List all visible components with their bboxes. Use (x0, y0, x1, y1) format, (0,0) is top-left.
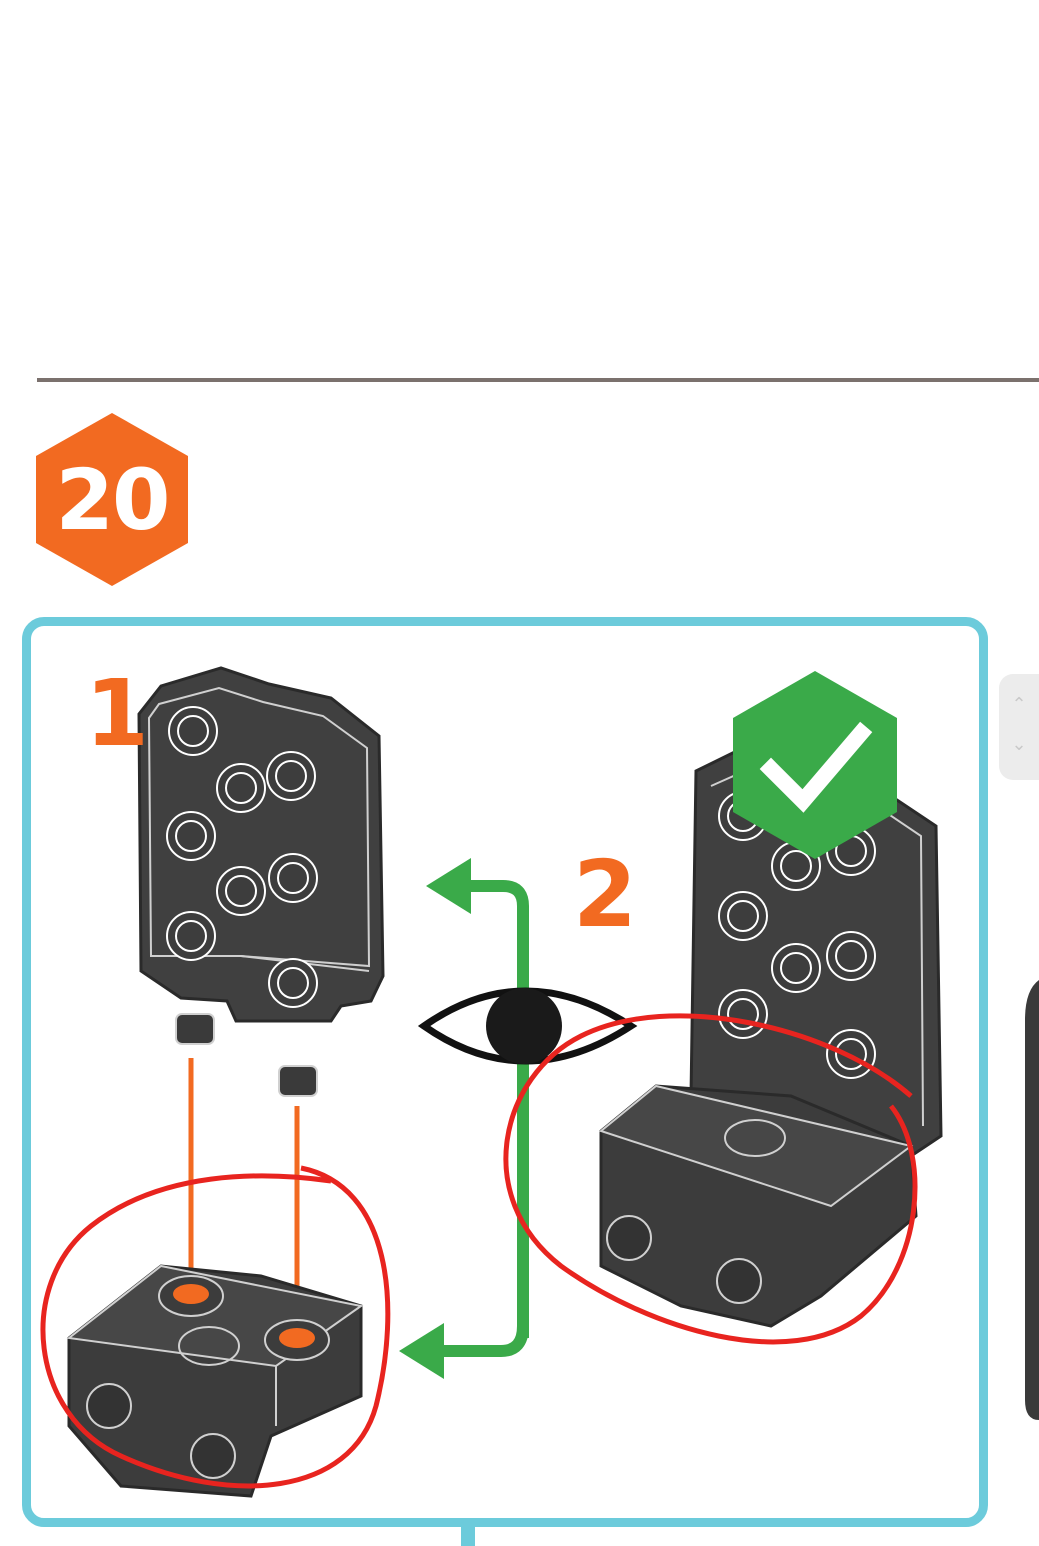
step-number: 20 (55, 450, 171, 549)
callout-label-2: 2 (573, 841, 638, 948)
scroll-up-icon[interactable]: ⌃ (1011, 694, 1027, 715)
annotation-circle (40, 1165, 391, 1489)
check-icon (733, 671, 897, 859)
annotation-circle (503, 1013, 918, 1345)
next-page-peek (1025, 980, 1039, 1420)
part-2-assembled-brick (598, 742, 943, 1328)
part-1-upright-brick (137, 666, 385, 1097)
eye-icon (417, 987, 638, 1065)
hexagon-shape (36, 413, 188, 586)
scroll-control[interactable]: ⌃ ⌄ (999, 674, 1039, 780)
return-arrow-icon (399, 858, 529, 1379)
callout-label-1: 1 (85, 660, 150, 767)
step-number-badge: 20 (36, 413, 188, 586)
assembly-illustration (40, 666, 943, 1498)
panel-tab (461, 1520, 475, 1546)
section-divider (37, 378, 1039, 382)
scroll-down-icon[interactable]: ⌄ (1011, 734, 1027, 755)
part-1-base-brick (66, 1264, 364, 1498)
